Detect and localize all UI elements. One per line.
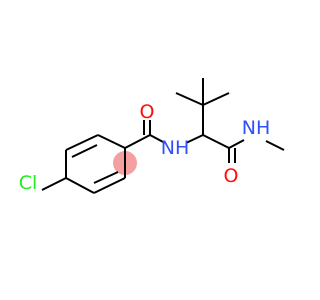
bond-quat-me2 — [175, 92, 204, 106]
bond-ring-carbonyl — [124, 134, 151, 149]
bond-ring-2-inner — [71, 144, 98, 158]
carbonyl-oxygen-right-label: O — [224, 165, 239, 187]
bonds — [41, 78, 285, 194]
bond-alpha-amide — [202, 134, 230, 149]
amide-nh-right-label: NH — [242, 117, 271, 139]
bond-amide-nh — [228, 139, 245, 149]
bond-ring-5 — [93, 177, 126, 194]
bond-carbonyl-nh — [149, 134, 166, 144]
bond-ring-5-inner — [93, 171, 119, 184]
bond-ring-cl — [41, 177, 67, 191]
chlorine-label: Cl — [19, 172, 38, 194]
structure-svg: Cl O NH O NH — [19, 78, 285, 194]
carbonyl-oxygen-left-label: O — [140, 101, 155, 123]
molecule-diagram: Cl O NH O NH — [18, 78, 285, 194]
bond-ring-4 — [65, 177, 95, 194]
bond-ring-1 — [97, 134, 126, 149]
bond-nh-alpha — [185, 134, 204, 144]
atom-labels: Cl O NH O NH — [19, 101, 271, 194]
amide-nh-left-label: NH — [161, 137, 190, 159]
bond-ring-2 — [65, 134, 99, 151]
bond-quat-me3 — [202, 92, 230, 106]
bond-nh-methyl — [265, 140, 285, 151]
